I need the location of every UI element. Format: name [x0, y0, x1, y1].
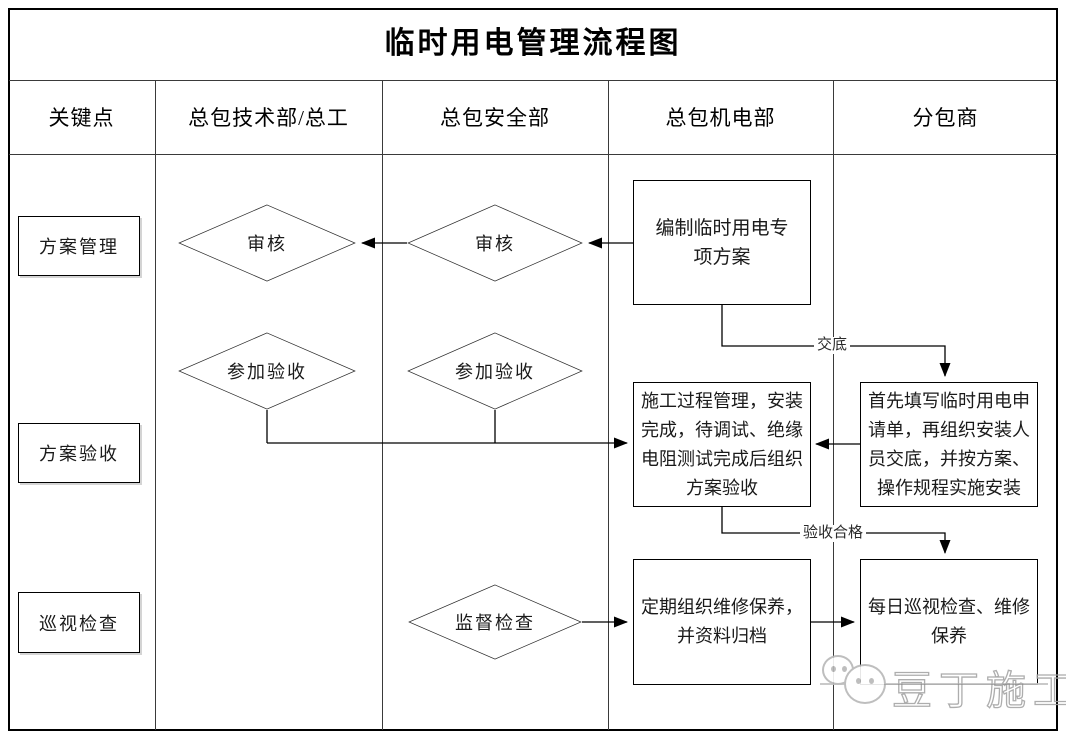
diamond-shape [408, 584, 582, 660]
grid-line-col-2 [382, 80, 383, 730]
process-box-periodic-maintain: 定期组织维修保养，并资料归档 [633, 559, 811, 685]
key-point-box-plan-management: 方案管理 [18, 216, 140, 276]
watermark-text: 豆丁施工 [891, 667, 1066, 713]
key-point-box-plan-acceptance: 方案验收 [18, 423, 140, 483]
process-box-daily-patrol: 每日巡视检查、维修保养 [860, 559, 1038, 685]
decision-diamond-supervise-check: 监督检查 [408, 584, 582, 660]
watermark-logo: 豆丁施工 [820, 652, 1066, 716]
grid-line-header-separator [9, 154, 1057, 155]
diamond-label: 审核 [247, 234, 287, 254]
diamond-label: 参加验收 [227, 362, 307, 382]
chat-bubble-icon-big [844, 664, 886, 704]
edge-label-disclosure: 交底 [814, 337, 850, 354]
column-header-mech-elec-dept: 总包机电部 [665, 106, 776, 130]
decision-diamond-join-acceptance-safety: 参加验收 [407, 332, 583, 410]
process-box-compile-plan: 编制临时用电专项方案 [633, 180, 811, 305]
page-title: 临时用电管理流程图 [384, 27, 682, 60]
diamond-shape [407, 204, 583, 282]
grid-line-title-separator [9, 80, 1057, 81]
edge-label-acceptance-pass: 验收合格 [800, 525, 866, 542]
grid-line-col-3 [608, 80, 609, 730]
column-header-subcontractor: 分包商 [912, 106, 979, 130]
process-box-apply-install: 首先填写临时用电申请单，再组织安装人员交底，并按方案、操作规程实施安装 [860, 382, 1038, 507]
process-box-construction-manage: 施工过程管理，安装完成，待调试、绝缘电阻测试完成后组织方案验收 [633, 382, 811, 507]
diamond-label: 参加验收 [455, 362, 535, 382]
diamond-shape [178, 204, 356, 282]
column-header-safety-dept: 总包安全部 [440, 106, 550, 130]
decision-diamond-review-tech: 审核 [178, 204, 356, 282]
key-point-box-patrol-inspection: 巡视检查 [18, 592, 140, 653]
grid-line-col-1 [155, 80, 156, 730]
column-header-tech-dept: 总包技术部/总工 [188, 106, 349, 130]
diamond-shape [178, 332, 356, 410]
table-outer-border [8, 8, 1058, 731]
diamond-label: 监督检查 [455, 613, 535, 633]
decision-diamond-join-acceptance-tech: 参加验收 [178, 332, 356, 410]
watermark-line [820, 683, 1048, 685]
decision-diamond-review-safety: 审核 [407, 204, 583, 282]
diamond-label: 审核 [475, 234, 515, 254]
grid-line-col-4 [833, 80, 834, 730]
column-header-key-points: 关键点 [48, 106, 115, 130]
diamond-shape [407, 332, 583, 410]
